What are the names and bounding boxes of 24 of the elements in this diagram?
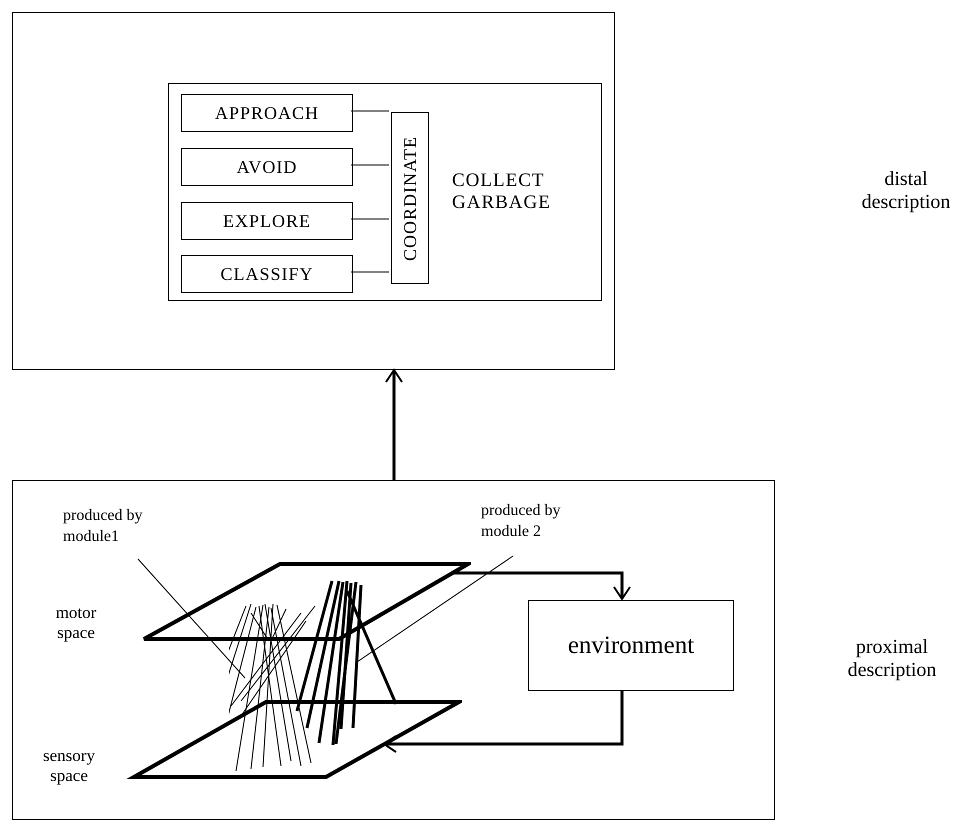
behavior-module-box: CLASSIFY bbox=[181, 255, 353, 293]
connector-line bbox=[350, 110, 390, 112]
task-label: COLLECT GARBAGE bbox=[452, 170, 552, 214]
space-label: sensory space bbox=[42, 746, 96, 786]
annotation-text: produced by module 2 bbox=[481, 501, 611, 553]
double-arrow bbox=[385, 369, 403, 480]
description-label: distal description bbox=[860, 168, 952, 214]
leader-line bbox=[138, 558, 246, 678]
double-arrow bbox=[454, 572, 631, 600]
coordinator-box: COORDINATE bbox=[391, 112, 429, 284]
behavior-panel bbox=[168, 83, 602, 301]
annotation-text: produced by module1 bbox=[63, 506, 193, 558]
double-arrow bbox=[383, 690, 624, 753]
space-label: motor space bbox=[54, 603, 98, 642]
behavior-module-box: APPROACH bbox=[181, 94, 353, 132]
description-label: proximal description bbox=[846, 636, 938, 682]
leader-line bbox=[356, 556, 514, 662]
environment-box: environment bbox=[528, 600, 734, 691]
behavior-module-box: AVOID bbox=[181, 148, 353, 186]
panel bbox=[12, 480, 775, 820]
panel bbox=[12, 12, 615, 370]
connector-line bbox=[350, 164, 390, 166]
connector-line bbox=[350, 218, 390, 220]
behavior-module-box: EXPLORE bbox=[181, 202, 353, 240]
